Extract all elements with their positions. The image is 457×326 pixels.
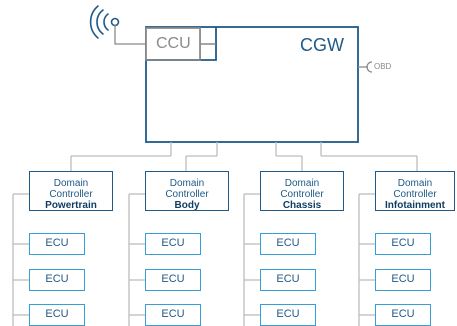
dc-domain: Chassis	[282, 200, 322, 211]
ecu-box: ECU	[145, 304, 201, 326]
dc-domain: Infotainment	[385, 200, 445, 211]
ecu-box: ECU	[260, 269, 316, 291]
domain-controller-infotainment: Domain Controller Infotainment	[375, 171, 455, 211]
domain-controller-body: Domain Controller Body	[145, 171, 229, 211]
ecu-box: ECU	[260, 233, 316, 255]
ecu-box: ECU	[29, 233, 85, 255]
ecu-box: ECU	[145, 269, 201, 291]
ecu-box: ECU	[29, 304, 85, 326]
ecu-box: ECU	[375, 269, 431, 291]
dc-line1: Domain	[169, 178, 205, 189]
ecu-box: ECU	[260, 304, 316, 326]
wireless-antenna-icon	[89, 5, 147, 45]
ecu-box: ECU	[375, 233, 431, 255]
ecu-box: ECU	[145, 233, 201, 255]
obd-label: OBD	[374, 62, 392, 71]
ecu-box: ECU	[29, 269, 85, 291]
domain-controller-powertrain: Domain Controller Powertrain	[29, 171, 113, 211]
dc-line2: Controller	[165, 189, 209, 200]
dc-domain: Powertrain	[45, 200, 97, 211]
obd-port-icon	[358, 61, 373, 73]
dc-line1: Domain	[53, 178, 89, 189]
ecu-box: ECU	[375, 304, 431, 326]
dc-line2: Controller	[393, 189, 437, 200]
ccu-label: CCU	[156, 35, 191, 52]
dc-line2: Controller	[49, 189, 93, 200]
dc-domain: Body	[174, 200, 200, 211]
dc-line2: Controller	[280, 189, 324, 200]
cgw-label: CGW	[300, 35, 344, 55]
gateway-bus	[70, 142, 418, 171]
dc-line1: Domain	[397, 178, 433, 189]
domain-controller-chassis: Domain Controller Chassis	[260, 171, 344, 211]
cgw-box	[145, 26, 359, 143]
ecu-trees	[12, 193, 375, 326]
dc-line1: Domain	[284, 178, 320, 189]
